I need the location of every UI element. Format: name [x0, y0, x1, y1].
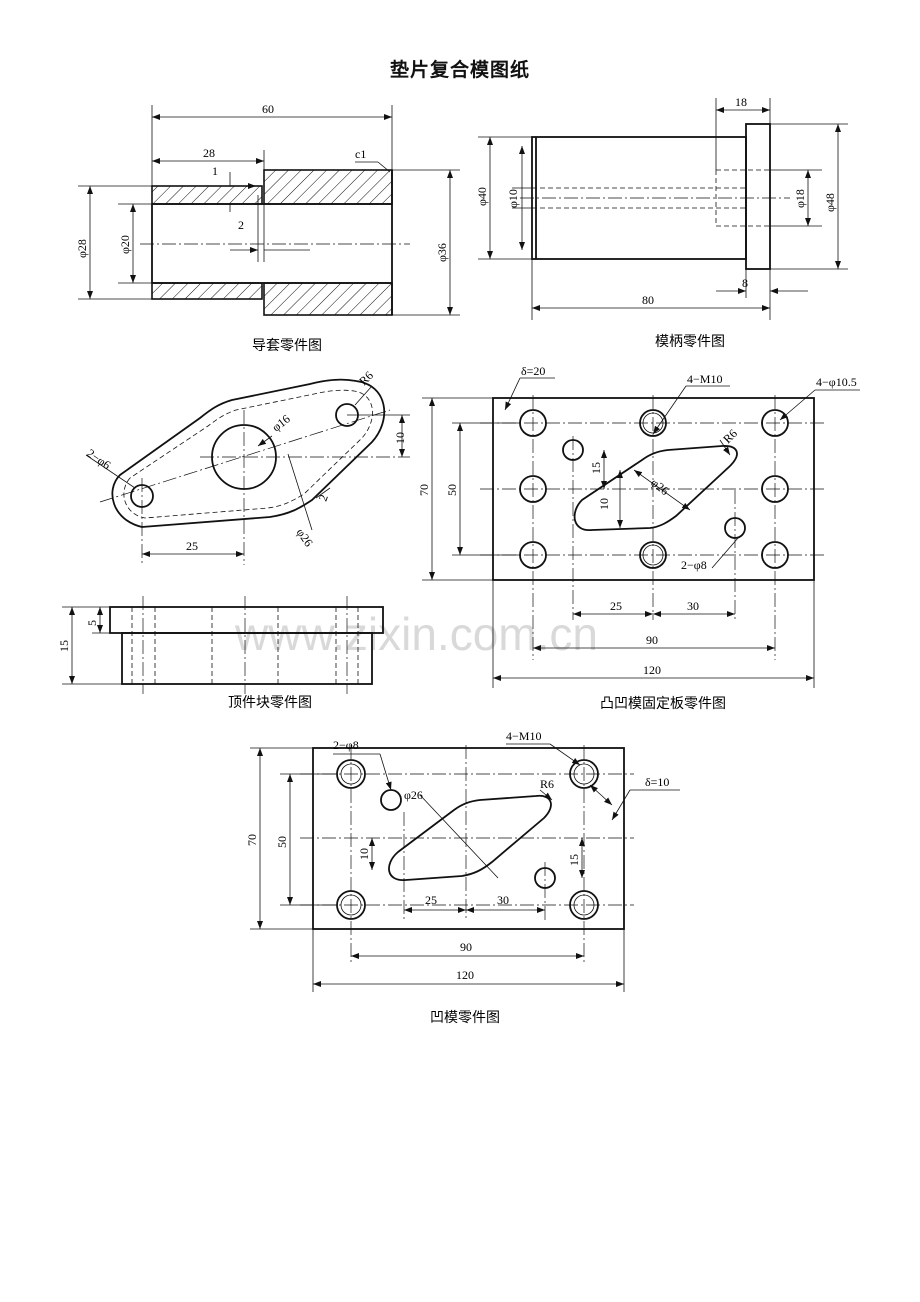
dim-label: 10: [357, 848, 371, 860]
dim-label: 50: [445, 484, 459, 496]
dim-label: φ20: [118, 235, 132, 254]
caption-die: 凹模零件图: [430, 1010, 500, 1026]
sleeve-right-wall-bottom: [263, 282, 393, 316]
dim-label: 120: [456, 968, 474, 982]
dim-label: 15: [57, 640, 71, 652]
dim-label: 28: [203, 146, 215, 160]
watermark: www.zixin.com.cn: [234, 608, 598, 660]
ejector-top-view: [85, 378, 410, 565]
dim-label: 2: [316, 493, 331, 503]
dim-label: 2: [238, 218, 244, 232]
dim-label: 4−M10: [506, 729, 541, 743]
dim-label: φ18: [793, 189, 807, 208]
guide-sleeve-drawing: [78, 105, 460, 316]
dim-label: 90: [646, 633, 658, 647]
dim-label: φ26: [294, 526, 316, 550]
dim-label: φ26: [404, 788, 423, 802]
page-title: 垫片复合模图纸: [389, 59, 530, 81]
dim-label: 4−M10: [687, 372, 722, 386]
dim-label: 30: [687, 599, 699, 613]
dim-label: 70: [245, 834, 259, 846]
dim-label: 25: [425, 893, 437, 907]
sleeve-right-wall-top: [263, 169, 393, 205]
dim-label: 15: [589, 462, 603, 474]
dim-label: R6: [356, 368, 376, 388]
dim-label: 25: [610, 599, 622, 613]
dim-label: 18: [735, 95, 747, 109]
die-shank-drawing: [478, 98, 848, 320]
dim-label: φ28: [75, 239, 89, 258]
dim-label: 8: [742, 276, 748, 290]
dim-label: 2−φ8: [333, 738, 359, 752]
dim-label: φ40: [475, 187, 489, 206]
dim-label: 90: [460, 940, 472, 954]
sleeve-left-wall-bottom: [151, 282, 263, 300]
dim-label: 1: [212, 164, 218, 178]
caption-ejector: 顶件块零件图: [228, 695, 312, 711]
dim-label: 50: [275, 836, 289, 848]
dim-label: 70: [417, 484, 431, 496]
dim-label: 10: [597, 498, 611, 510]
dim-label: 10: [393, 432, 407, 444]
dim-label: 2−φ6: [84, 446, 113, 472]
dim-label: 5: [85, 620, 99, 626]
dim-label: 60: [262, 102, 274, 116]
dim-label: φ16: [269, 412, 293, 435]
dim-label: 25: [186, 539, 198, 553]
ejector-side-view: [62, 596, 384, 694]
sleeve-left-wall-top: [151, 185, 263, 205]
dim-label: 80: [642, 293, 654, 307]
dim-label: c1: [355, 147, 366, 161]
dim-label: R6: [720, 426, 740, 446]
dim-label: δ=10: [645, 775, 669, 789]
dim-label: φ10: [506, 189, 520, 208]
punch-die-plate-drawing: [422, 377, 860, 688]
caption-guide-sleeve: 导套零件图: [252, 338, 322, 354]
dim-label: R6: [540, 777, 554, 791]
dim-label: 120: [643, 663, 661, 677]
dim-label: 30: [497, 893, 509, 907]
dim-label: 4−φ10.5: [816, 375, 857, 389]
dim-label: φ36: [435, 243, 449, 262]
dim-label: δ=20: [521, 364, 545, 378]
caption-punch-die-plate: 凸凹模固定板零件图: [600, 696, 726, 712]
dim-label: φ48: [823, 193, 837, 212]
dim-label: 2−φ8: [681, 558, 707, 572]
caption-die-shank: 模柄零件图: [655, 334, 725, 350]
dim-label: 15: [567, 854, 581, 866]
die-drawing: [250, 743, 680, 992]
